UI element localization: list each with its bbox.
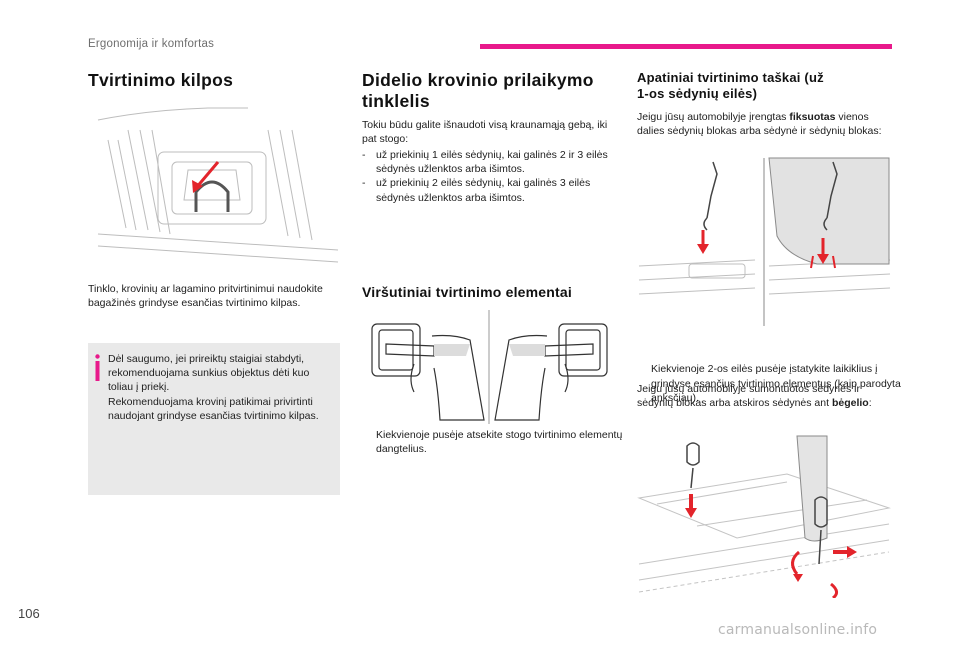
lower-anchors-intro: Jeigu jūsų automobilyje įrengtas fiksuot… (637, 111, 882, 138)
safety-note-text-1: Dėl saugumo, jei prireiktų staigiai stab… (108, 353, 310, 394)
net-position-list: - už priekinių 1 eilės sėdynių, kai gali… (362, 148, 617, 205)
list-item: - už priekinių 1 eilės sėdynių, kai gali… (362, 149, 608, 176)
anchor-ring-illustration (97, 107, 339, 263)
roof-anchor-step: Kiekvienoje pusėje atsekite stogo tvirti… (376, 429, 623, 456)
rail-seat-paragraph: Jeigu jūsų automobilyje sumontuotos sėdy… (637, 383, 872, 410)
net-intro: Tokiu būdu galite išnaudoti visą kraunam… (362, 119, 608, 146)
upper-anchors-heading: Viršutiniai tvirtinimo elementai (362, 284, 572, 300)
lower-anchors-heading: Apatiniai tvirtinimo taškai (už 1-os sėd… (637, 70, 824, 101)
section-title: Ergonomija ir komfortas (88, 38, 215, 50)
roof-anchor-illustration (371, 310, 608, 424)
list-item: - už priekinių 2 eilės sėdynių, kai gali… (362, 177, 591, 204)
info-icon (95, 354, 100, 381)
anchor-rings-body: Tinklo, krovinių ar lagamino pritvirtini… (88, 283, 323, 310)
watermark: carmanualsonline.info (718, 622, 878, 638)
page-number: 106 (18, 606, 40, 621)
safety-note-text-2: Rekomenduojama krovinį patikimai privirt… (108, 395, 319, 422)
rail-seat-anchor-illustration (637, 435, 891, 598)
net-heading: Didelio krovinio prilaikymo tinklelis (362, 70, 594, 111)
safety-note: Dėl saugumo, jei prireiktų staigiai stab… (88, 343, 340, 495)
fixed-seat-anchor-illustration (638, 157, 891, 326)
second-row-anchor-step: Kiekvienoje 2-os eilės pusėje įstatykite… (651, 363, 901, 404)
header-accent-bar (480, 44, 892, 49)
anchor-rings-heading: Tvirtinimo kilpos (88, 70, 234, 90)
